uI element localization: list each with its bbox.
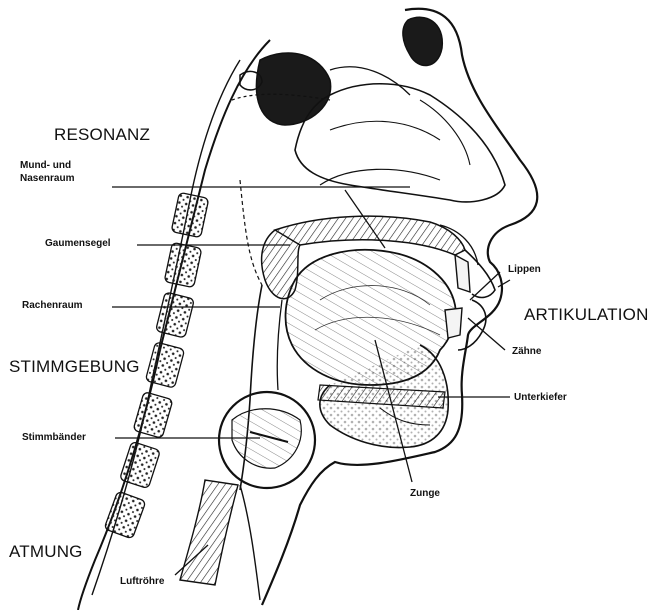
label-zaehne: Zähne (512, 346, 541, 358)
label-luftroehre: Luftröhre (120, 576, 164, 588)
trachea (180, 480, 238, 585)
label-gaumensegel: Gaumensegel (45, 238, 111, 250)
label-nasenraum: Nasenraum (20, 173, 74, 185)
section-stimmgebung: STIMMGEBUNG (9, 357, 140, 377)
upper-teeth (455, 255, 470, 292)
frontal-sinus (403, 17, 442, 65)
section-atmung: ATMUNG (9, 542, 83, 562)
label-zunge: Zunge (410, 488, 440, 500)
label-stimmbaender: Stimmbänder (22, 432, 86, 444)
section-artikulation: ARTIKULATION (524, 305, 649, 325)
label-mund-und: Mund- und (20, 160, 71, 172)
section-resonanz: RESONANZ (54, 125, 150, 145)
label-rachenraum: Rachenraum (22, 300, 83, 312)
sinus-dark-region (256, 53, 330, 125)
label-lippen: Lippen (508, 264, 541, 276)
label-unterkiefer: Unterkiefer (514, 392, 567, 404)
lower-teeth (445, 308, 462, 338)
